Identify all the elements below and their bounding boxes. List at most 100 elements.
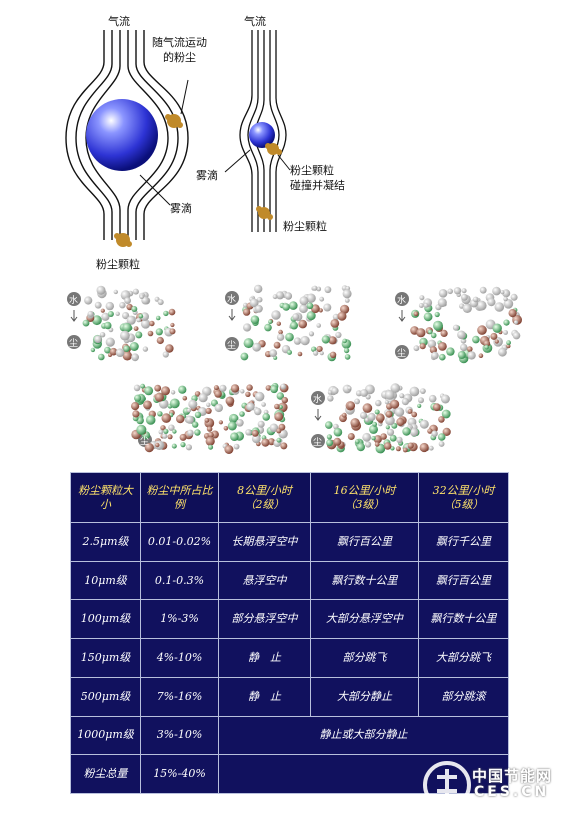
particle xyxy=(194,391,201,397)
particle xyxy=(490,332,498,340)
particle xyxy=(460,343,468,352)
particle xyxy=(432,403,441,412)
panel-3 xyxy=(395,286,522,364)
particle xyxy=(154,392,164,402)
particle xyxy=(233,443,240,450)
particle xyxy=(132,410,140,418)
particle xyxy=(441,409,451,419)
particle xyxy=(265,385,272,391)
particle xyxy=(438,342,447,351)
particle xyxy=(155,328,163,336)
particle xyxy=(386,428,395,436)
particle xyxy=(280,442,288,450)
dust-icon: 尘 xyxy=(227,341,237,351)
particle xyxy=(252,342,262,352)
particle xyxy=(431,430,438,437)
particle xyxy=(123,345,130,353)
particle xyxy=(124,297,131,304)
particle xyxy=(413,345,420,352)
particle xyxy=(225,396,235,406)
particle xyxy=(160,425,166,431)
particle xyxy=(246,402,255,411)
particle xyxy=(409,428,419,437)
particle xyxy=(104,346,111,354)
particle xyxy=(131,306,138,312)
particle xyxy=(384,390,395,400)
particle xyxy=(269,423,279,433)
small-droplet xyxy=(249,122,275,148)
header-size: 粉尘颗粒大小 xyxy=(70,472,141,523)
particle xyxy=(92,315,102,326)
particle xyxy=(375,399,382,407)
particle xyxy=(144,386,154,396)
particle xyxy=(340,304,350,314)
particle xyxy=(254,391,265,402)
particle xyxy=(434,311,440,318)
particle xyxy=(168,308,176,316)
particle xyxy=(498,347,507,357)
particle xyxy=(430,332,437,339)
particle xyxy=(483,340,491,347)
particle xyxy=(390,399,400,409)
particle xyxy=(251,434,261,444)
particle xyxy=(321,335,330,344)
particle xyxy=(472,296,479,303)
particle xyxy=(440,329,448,337)
dust-icon: 尘 xyxy=(313,438,323,448)
particle xyxy=(251,429,259,437)
particle xyxy=(423,312,433,322)
dust-table: 粉尘颗粒大小 粉尘中所占比例 8公里/小时 （2级） 16公里/小时 （3级） … xyxy=(70,472,509,794)
particle xyxy=(278,404,283,410)
particle xyxy=(457,330,466,340)
particle xyxy=(276,428,282,434)
particle xyxy=(149,320,155,327)
particle xyxy=(417,403,422,408)
particle xyxy=(427,428,433,434)
particle xyxy=(316,323,322,328)
particle xyxy=(94,335,102,344)
airflow-label-left: 气流 xyxy=(108,15,130,28)
table-row: 1000μm级 3%-10% 静止或大部分静止 xyxy=(70,715,509,756)
particle xyxy=(508,309,517,318)
particle xyxy=(90,347,96,353)
droplet-label-right: 雾滴 xyxy=(196,169,218,182)
particle xyxy=(440,394,450,404)
particle xyxy=(423,303,429,308)
particle xyxy=(362,432,372,442)
particle xyxy=(419,295,425,301)
particle xyxy=(273,355,278,360)
particle xyxy=(270,385,278,394)
particle xyxy=(439,353,446,361)
particle xyxy=(350,418,360,428)
particle xyxy=(354,398,360,405)
particle xyxy=(275,291,285,300)
particle xyxy=(115,348,125,358)
particle xyxy=(503,299,514,309)
particle xyxy=(355,439,360,444)
particle xyxy=(230,432,239,442)
particle xyxy=(478,353,484,359)
water-icon: 水 xyxy=(313,395,323,405)
particle xyxy=(385,415,395,426)
particle xyxy=(446,347,455,356)
watermark-domain: CES.CN xyxy=(474,784,550,800)
particle xyxy=(105,301,115,311)
panel-4 xyxy=(131,382,289,454)
particle xyxy=(243,323,252,332)
particle xyxy=(140,312,149,321)
particle xyxy=(109,347,118,356)
particle xyxy=(194,429,201,436)
particle xyxy=(364,417,370,423)
particle xyxy=(362,403,373,413)
particle xyxy=(347,401,355,410)
particle xyxy=(167,434,173,440)
particle xyxy=(438,416,445,423)
particle xyxy=(461,293,468,301)
particle xyxy=(506,340,511,346)
particle xyxy=(292,313,300,321)
particle xyxy=(327,390,333,395)
particle xyxy=(360,411,368,419)
droplet-label-left: 雾滴 xyxy=(170,202,192,215)
particle xyxy=(372,421,378,427)
particle xyxy=(119,302,126,309)
